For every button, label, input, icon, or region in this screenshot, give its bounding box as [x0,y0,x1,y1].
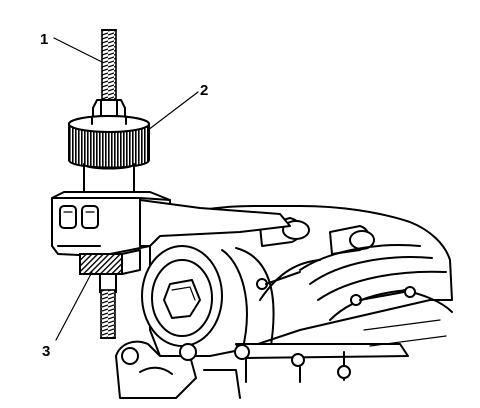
fixture-bridge [51,191,291,257]
callout-1: 1 [40,31,103,63]
knurled-body [68,115,150,169]
callout-2-label: 2 [200,82,208,99]
threaded-rod-lower [100,289,116,339]
callout-3: 3 [42,271,93,360]
callout-3-label: 3 [42,343,50,360]
timing-cover-opening [141,245,223,347]
threaded-forcing-screw [101,29,117,101]
callout-1-label: 1 [40,31,48,48]
adapter-nut [79,249,141,293]
callout-2: 2 [147,82,208,131]
